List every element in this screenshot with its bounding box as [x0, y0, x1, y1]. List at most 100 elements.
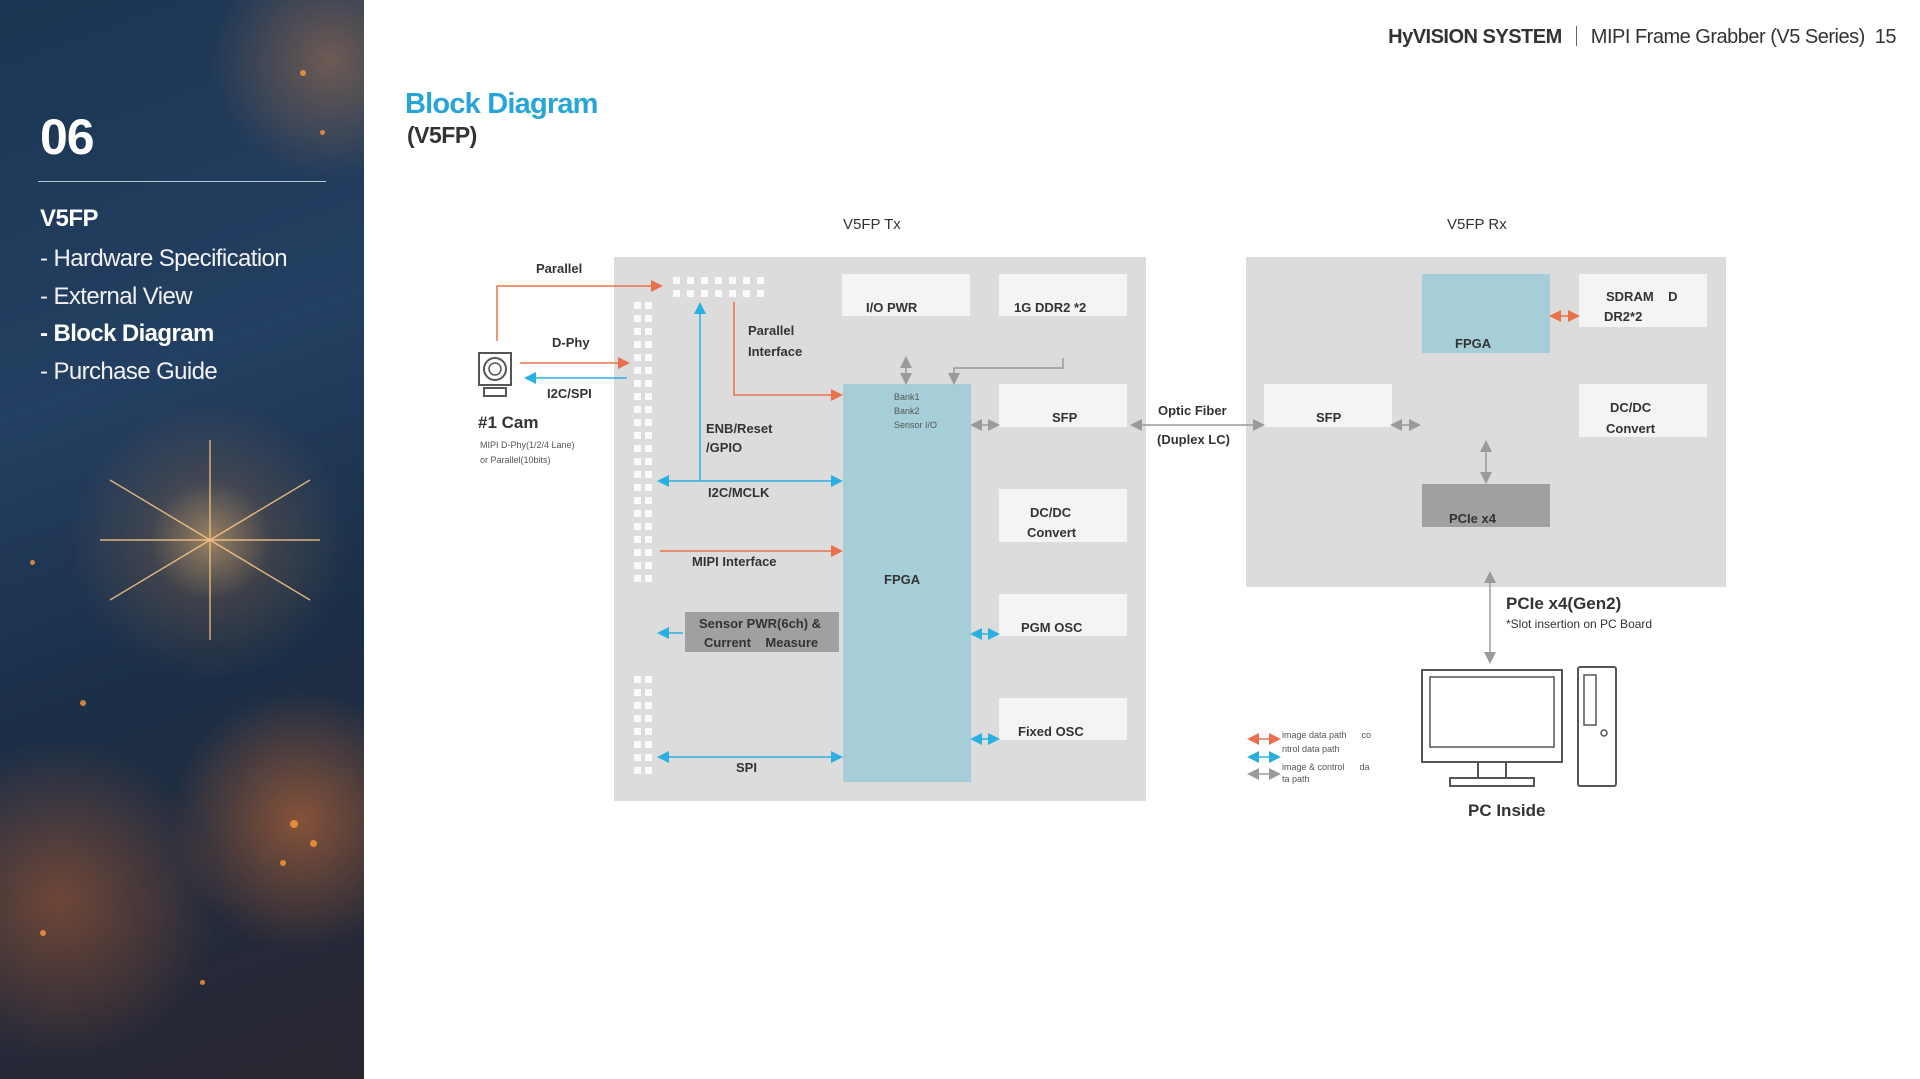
connector-pin — [687, 277, 694, 284]
connector-pin — [634, 497, 641, 504]
duplex-lc-label: (Duplex LC) — [1157, 432, 1230, 447]
connector-pin — [634, 676, 641, 683]
menu-item-external-view[interactable]: - External View — [40, 282, 193, 310]
connector-pin — [634, 380, 641, 387]
page-subtitle: (V5FP) — [407, 122, 477, 148]
document-title: MIPI Frame Grabber (V5 Series) — [1590, 26, 1865, 48]
connector-pin — [634, 523, 641, 530]
section-title: V5FP — [40, 205, 99, 232]
connector-pin — [743, 290, 750, 297]
connector-pin — [634, 432, 641, 439]
camera-desc-1: MIPI D-Phy(1/2/4 Lane) — [480, 440, 575, 450]
connector-pin — [715, 277, 722, 284]
sensor-io-label: Sensor I/O — [894, 420, 938, 430]
connector-pin — [687, 290, 694, 297]
enb-reset-label-1: ENB/Reset — [706, 421, 773, 436]
rx-fpga-label: FPGA — [1455, 336, 1492, 351]
tx-dcdc-label-1: DC/DC — [1030, 505, 1072, 520]
tx-sfp-box — [999, 384, 1127, 427]
ddr-label: 1G DDR2 *2 — [1014, 300, 1087, 315]
connector-pin — [645, 562, 652, 569]
tx-sfp-label: SFP — [1052, 410, 1078, 425]
connector-pin — [645, 536, 652, 543]
connector-pin — [645, 702, 652, 709]
connector-pin — [634, 715, 641, 722]
fixed-osc-box — [999, 698, 1127, 740]
connector-pin — [757, 290, 764, 297]
legend-control-path: ntrol data path — [1282, 744, 1340, 754]
light-dot — [280, 860, 286, 866]
i2c-mclk-label: I2C/MCLK — [708, 485, 770, 500]
pgm-osc-label: PGM OSC — [1021, 620, 1083, 635]
header-separator — [1575, 26, 1577, 46]
io-pwr-box — [842, 274, 970, 316]
light-dot — [200, 980, 205, 985]
connector-pin — [645, 676, 652, 683]
tx-dcdc-box — [999, 489, 1127, 542]
legend-both-path-2: ta path — [1282, 774, 1310, 784]
connector-pin — [634, 728, 641, 735]
fixed-osc-label: Fixed OSC — [1018, 724, 1084, 739]
menu-item-purchase-guide[interactable]: - Purchase Guide — [40, 357, 218, 385]
connector-pin — [634, 445, 641, 452]
connector-pin — [729, 277, 736, 284]
light-dot — [310, 840, 317, 847]
connector-pin — [634, 767, 641, 774]
connector-pin — [645, 728, 652, 735]
connector-pin — [634, 315, 641, 322]
pcie-slot-note: *Slot insertion on PC Board — [1506, 617, 1653, 631]
tx-fpga-block — [843, 384, 971, 782]
connector-pin — [645, 484, 652, 491]
camera-name: #1 Cam — [478, 413, 539, 432]
connector-pin — [645, 575, 652, 582]
connector-pin — [634, 702, 641, 709]
connector-pin — [634, 471, 641, 478]
connector-pin — [645, 367, 652, 374]
connector-pin — [673, 277, 680, 284]
rx-dcdc-label-2: Convert — [1606, 421, 1656, 436]
pcie-label: PCIe x4 — [1449, 511, 1496, 526]
connector-pin — [645, 380, 652, 387]
parallel-interface-label-2: Interface — [748, 344, 803, 359]
optic-fiber-label: Optic Fiber — [1158, 403, 1227, 418]
connector-pin — [634, 689, 641, 696]
connector-pin — [645, 393, 652, 400]
tx-fpga-label: FPGA — [884, 572, 921, 587]
page-title: Block Diagram — [405, 88, 598, 120]
connector-pin — [645, 419, 652, 426]
connector-pin — [757, 277, 764, 284]
pc-icon — [1421, 666, 1617, 787]
cam-parallel-label: Parallel — [536, 261, 583, 276]
connector-pin — [634, 741, 641, 748]
rx-sfp-box — [1264, 384, 1392, 427]
legend-both-path-1: image & control da — [1282, 762, 1370, 772]
ddr-arrow — [948, 358, 1064, 385]
light-dot — [80, 700, 86, 706]
parallel-arrow — [496, 280, 663, 341]
light-dot — [40, 930, 46, 936]
connector-pin — [645, 354, 652, 361]
spi-label: SPI — [736, 760, 757, 775]
connector-pin — [645, 406, 652, 413]
menu-item-block-diagram[interactable]: - Block Diagram — [40, 320, 214, 347]
sensor-pwr-box — [685, 612, 839, 652]
connector-pin — [645, 510, 652, 517]
connector-pin — [645, 715, 652, 722]
enb-reset-label-2: /GPIO — [706, 440, 743, 455]
pgm-osc-box — [999, 594, 1127, 636]
sidebar: 06 V5FP - Hardware Specification - Exter… — [0, 0, 364, 1079]
rx-sfp-label: SFP — [1316, 410, 1342, 425]
cam-dphy-label: D-Phy — [552, 335, 590, 350]
pc-inside-label: PC Inside — [1468, 801, 1546, 820]
menu-item-hardware-specification[interactable]: - Hardware Specification — [40, 245, 288, 272]
connector-pin — [645, 432, 652, 439]
ddr-box — [999, 274, 1127, 316]
connector-pin — [634, 536, 641, 543]
tx-title: V5FP Tx — [843, 216, 901, 233]
connector-pin — [645, 523, 652, 530]
connector-pin — [634, 484, 641, 491]
connector-pin — [634, 562, 641, 569]
connector-pin — [645, 445, 652, 452]
